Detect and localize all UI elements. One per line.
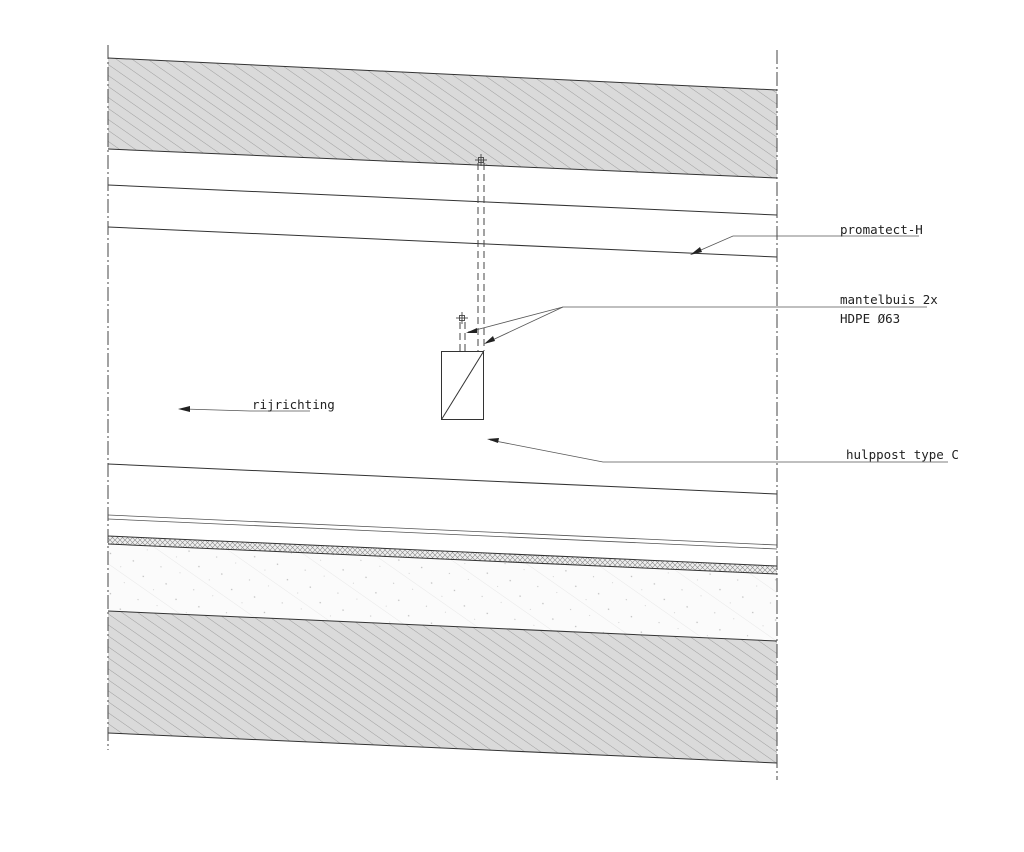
label-rijrichting: rijrichting — [252, 397, 335, 412]
anchor-symbol-top — [475, 154, 487, 166]
hulppost-box — [441, 351, 484, 420]
road-line — [107, 463, 778, 495]
driving-direction-arrow — [178, 406, 310, 412]
label-hdpe: HDPE Ø63 — [840, 311, 900, 326]
label-hulppost: hulppost type C — [846, 447, 959, 462]
hulppost-leader — [487, 438, 948, 463]
foundation-layer — [108, 544, 777, 641]
promatect-line-top — [107, 184, 778, 216]
promatect-leader — [690, 235, 919, 255]
anchor-symbol-lower — [456, 312, 468, 324]
mantelbuis-leader — [466, 306, 927, 344]
promatect-line-bottom — [107, 226, 778, 258]
bottom-concrete-slab — [108, 611, 777, 763]
label-promatect: promatect-H — [840, 222, 923, 237]
top-concrete-slab — [108, 58, 777, 178]
label-mantelbuis: mantelbuis 2x — [840, 292, 938, 307]
membrane-layer — [108, 536, 777, 574]
